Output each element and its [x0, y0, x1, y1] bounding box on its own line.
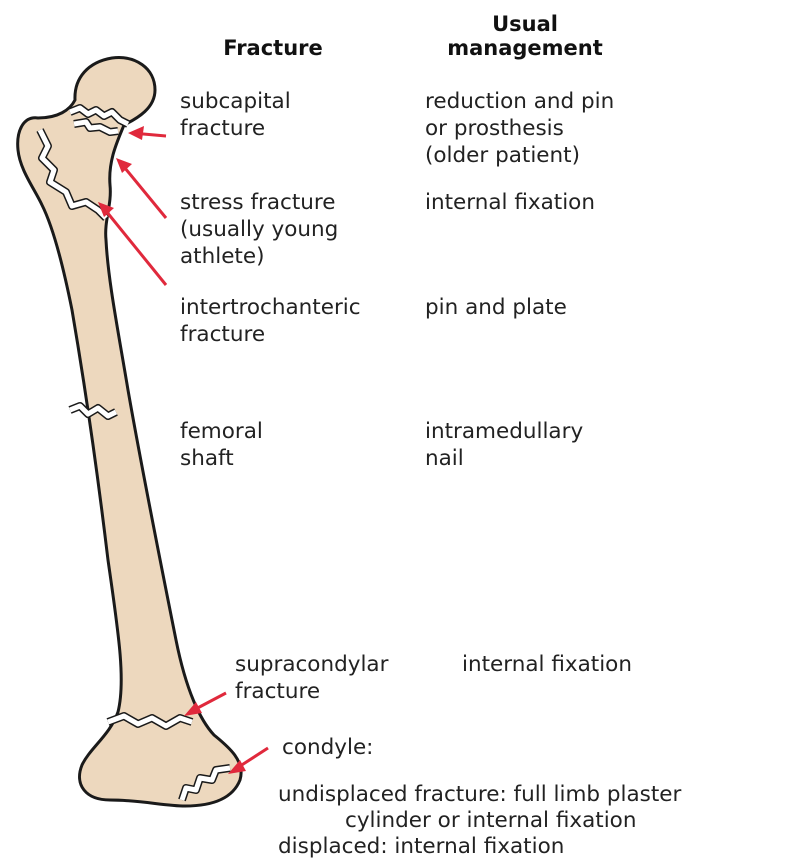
fracture-label-subcapital: subcapital fracture — [180, 88, 291, 142]
condyle-undisplaced-line1: undisplaced fracture: full limb plaster — [278, 782, 681, 808]
management-column-header: Usual management — [420, 12, 630, 60]
fracture-label-supracondylar: supracondylar fracture — [235, 651, 388, 705]
condyle-undisplaced-line2: cylinder or internal fixation — [345, 808, 636, 834]
fracture-label-intertrochanteric: intertrochanteric fracture — [180, 294, 361, 348]
management-label-supracondylar: internal fixation — [462, 651, 632, 678]
intertrochanteric-arrow — [102, 206, 166, 285]
condyle-label: condyle: — [282, 734, 373, 761]
management-label-subcapital: reduction and pin or prosthesis (older p… — [425, 88, 614, 169]
stress-arrowhead — [116, 158, 132, 173]
fracture-label-stress: stress fracture (usually young athlete) — [180, 189, 338, 270]
stress-arrow — [120, 162, 166, 218]
management-label-femoral-shaft: intramedullary nail — [425, 418, 583, 472]
fracture-label-femoral-shaft: femoral shaft — [180, 418, 263, 472]
condyle-displaced: displaced: internal fixation — [278, 834, 564, 860]
fracture-column-header: Fracture — [198, 36, 348, 60]
management-label-stress: internal fixation — [425, 189, 595, 216]
subcapital-arrowhead — [128, 126, 144, 140]
management-label-intertrochanteric: pin and plate — [425, 294, 567, 321]
